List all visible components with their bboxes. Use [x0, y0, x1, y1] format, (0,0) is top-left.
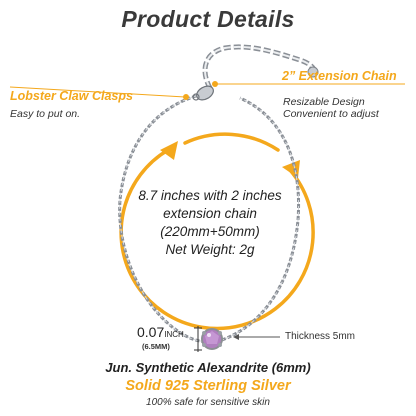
gem-size-value: 0.07	[137, 324, 165, 340]
bracelet-chain	[118, 44, 319, 343]
left-callout-line	[9, 86, 186, 98]
length-line1: 8.7 inches with 2 inches	[138, 188, 282, 203]
gem-size-dimension	[194, 326, 202, 352]
net-weight: Net Weight: 2g	[165, 242, 255, 257]
right-callout-dot	[212, 81, 218, 87]
page-title: Product Details	[121, 6, 295, 32]
thickness-arrow-icon	[233, 334, 239, 340]
extension-sub-line2: Convenient to adjust	[283, 108, 379, 120]
safety-label: 100% safe for sensitive skin	[146, 397, 270, 408]
gem-size-unit: INCH	[164, 330, 184, 339]
lobster-clasp-label: Lobster Claw Clasps	[10, 89, 133, 103]
stone-label: Jun. Synthetic Alexandrite (6mm)	[105, 360, 311, 375]
extension-chain-label: 2” Extension Chain	[282, 69, 397, 83]
gem-size-label: 0.07INCH	[137, 324, 184, 340]
length-line3: (220mm+50mm)	[160, 224, 260, 239]
gem-size-mm: (6.5MM)	[142, 342, 170, 351]
lobster-clasp	[192, 85, 214, 101]
length-line2: extension chain	[163, 206, 257, 221]
alexandrite-gem-icon	[201, 328, 223, 350]
material-label: Solid 925 Sterling Silver	[125, 378, 291, 394]
extension-sub-line1: Resizable Design	[283, 96, 365, 108]
lobster-clasp-sub: Easy to put on.	[10, 108, 81, 120]
left-callout-dot	[183, 94, 189, 100]
thickness-label: Thickness 5mm	[285, 331, 356, 342]
orange-arrow-circle	[119, 132, 315, 331]
